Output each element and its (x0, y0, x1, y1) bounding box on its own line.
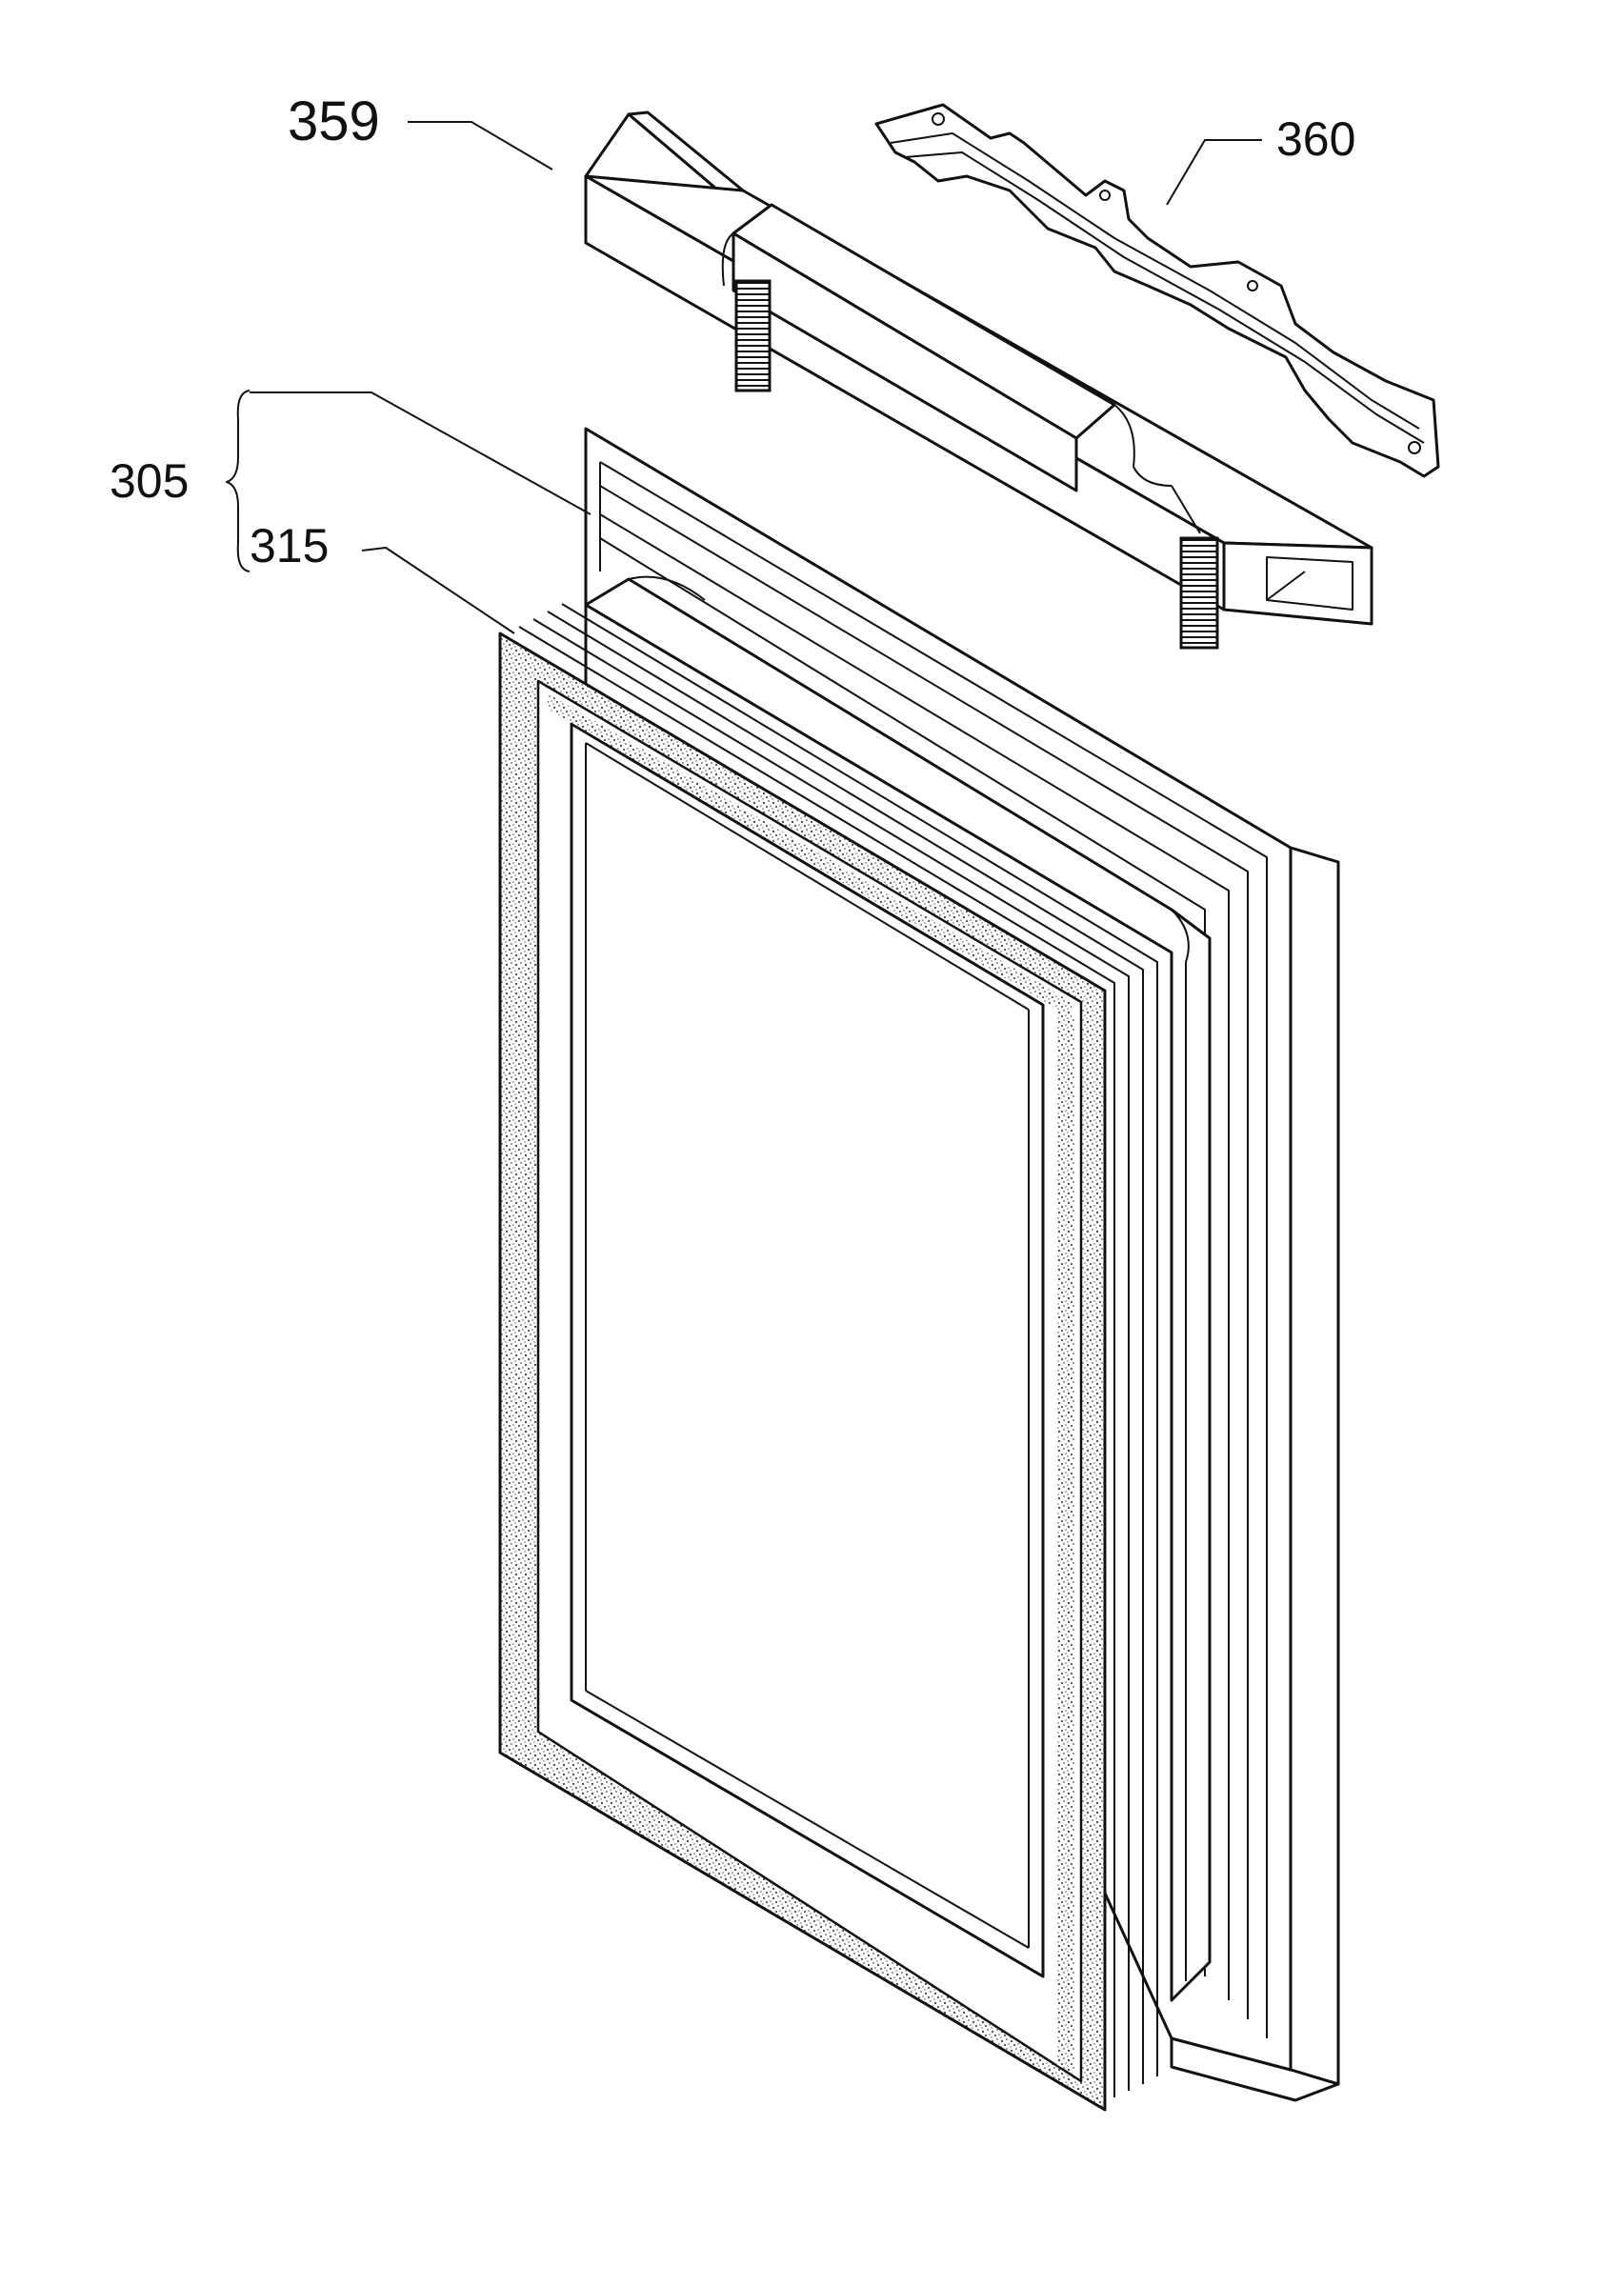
label-305: 305 (110, 454, 189, 508)
label-359: 359 (288, 90, 380, 152)
label-359-group: 359 (288, 90, 553, 170)
label-315-group: 315 (250, 519, 515, 634)
label-360: 360 (1276, 112, 1355, 166)
handle-bracket (874, 103, 1440, 478)
brace-305 (226, 390, 251, 572)
door-handle (584, 110, 1373, 650)
label-315: 315 (250, 519, 329, 572)
label-360-group: 360 (1166, 112, 1355, 206)
door-inner-liner (584, 575, 1212, 2002)
label-305-group: 305 (110, 390, 591, 572)
door-gasket (498, 603, 1158, 2112)
